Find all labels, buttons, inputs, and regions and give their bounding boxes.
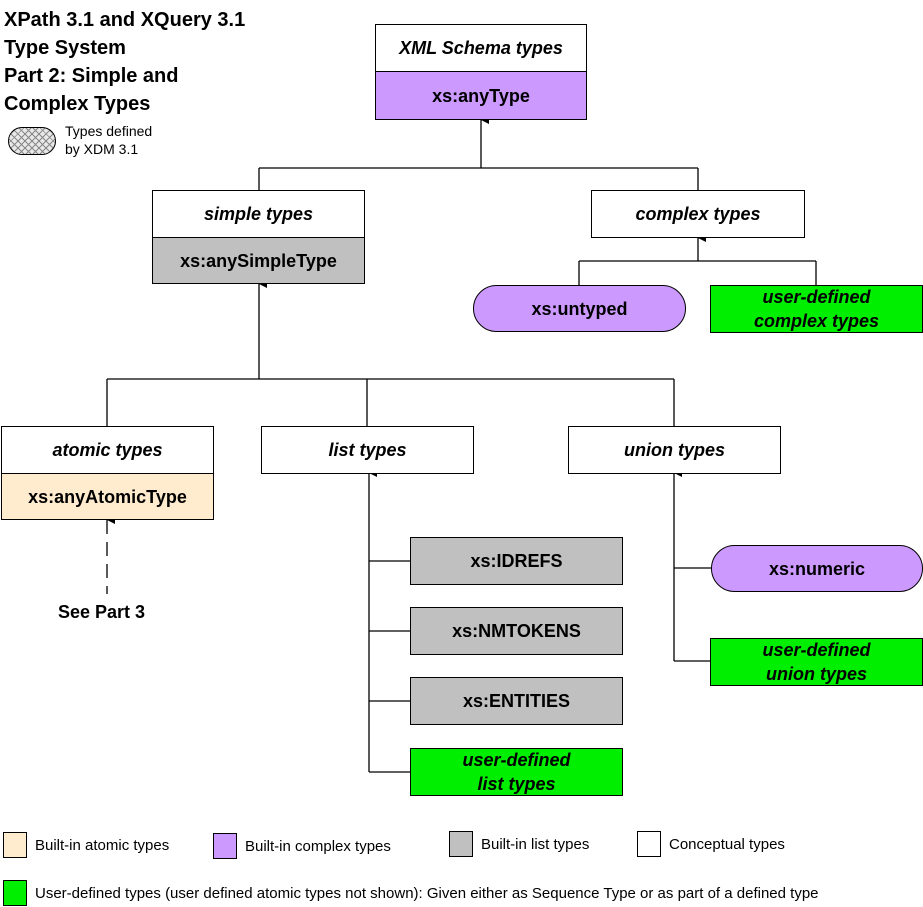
- node-ud-complex-types: user-defined complex types: [710, 285, 923, 333]
- node-xs-numeric: xs:numeric: [711, 545, 923, 592]
- node-ud-complex-line-1: user-defined: [762, 287, 871, 307]
- node-xs-entities: xs:ENTITIES: [410, 677, 623, 725]
- node-complex-types: complex types: [591, 190, 805, 238]
- legend-label-user-defined: User-defined types (user defined atomic …: [35, 884, 819, 902]
- node-list-types: list types: [261, 426, 474, 474]
- legend-label-conceptual: Conceptual types: [669, 835, 785, 853]
- legend-label-atomic: Built-in atomic types: [35, 836, 170, 854]
- title-line-3: Part 2: Simple and: [4, 65, 179, 87]
- legend-user-defined: User-defined types (user defined atomic …: [3, 880, 819, 906]
- diagram-title: XPath 3.1 and XQuery 3.1 Type System Par…: [4, 6, 245, 118]
- node-ud-complex-line-2: complex types: [753, 311, 880, 331]
- node-complex-types-label: complex types: [635, 204, 761, 224]
- node-xs-idrefs: xs:IDREFS: [410, 537, 623, 585]
- node-simple-types: simple types: [152, 190, 365, 238]
- see-part-3-label: See Part 3: [58, 602, 146, 622]
- node-xs-nmtokens: xs:NMTOKENS: [410, 607, 623, 655]
- node-xs-idrefs-label: xs:IDREFS: [470, 551, 563, 571]
- node-union-types-label: union types: [623, 440, 725, 460]
- legend-swatch-user-defined: [3, 880, 27, 906]
- legend-swatch-complex: [213, 833, 237, 859]
- legend-label-list: Built-in list types: [481, 835, 590, 853]
- node-xs-anytype: xs:anyType: [375, 71, 587, 120]
- node-atomic-types-label: atomic types: [52, 440, 163, 460]
- node-xs-untyped: xs:untyped: [473, 285, 686, 332]
- node-xs-untyped-label: xs:untyped: [531, 298, 628, 319]
- hatch-note-line-2: by XDM 3.1: [65, 141, 139, 157]
- node-xs-numeric-label: xs:numeric: [768, 558, 866, 579]
- title-line-4: Complex Types: [4, 93, 151, 115]
- title-line-1: XPath 3.1 and XQuery 3.1: [4, 9, 246, 31]
- legend-conceptual: Conceptual types: [637, 831, 785, 857]
- legend-swatch-atomic: [3, 832, 27, 858]
- node-ud-union-types: user-defined union types: [710, 638, 923, 686]
- legend-builtin-complex: Built-in complex types: [213, 833, 391, 859]
- hatch-pattern-swatch: [8, 127, 56, 155]
- node-ud-list-line-1: user-defined: [462, 750, 571, 770]
- node-xs-anyatomictype-label: xs:anyAtomicType: [28, 486, 187, 507]
- node-xs-anysimpletype-label: xs:anySimpleType: [180, 250, 337, 271]
- legend-builtin-atomic: Built-in atomic types: [3, 832, 169, 858]
- node-union-types: union types: [568, 426, 781, 474]
- node-xs-nmtokens-label: xs:NMTOKENS: [452, 621, 581, 641]
- node-simple-types-label: simple types: [203, 204, 314, 224]
- node-xs-anyatomictype: xs:anyAtomicType: [1, 473, 214, 520]
- node-atomic-types: atomic types: [1, 426, 214, 474]
- node-list-types-label: list types: [328, 440, 407, 460]
- node-xs-entities-label: xs:ENTITIES: [462, 691, 571, 711]
- legend-label-complex: Built-in complex types: [245, 837, 391, 855]
- node-ud-union-line-1: user-defined: [762, 640, 871, 660]
- node-xs-anysimpletype: xs:anySimpleType: [152, 237, 365, 284]
- node-ud-list-types: user-defined list types: [410, 748, 623, 796]
- node-xml-schema-types: XML Schema types: [375, 24, 587, 72]
- hatch-note-line-1: Types defined: [65, 123, 153, 139]
- node-xs-anytype-label: xs:anyType: [432, 85, 530, 106]
- legend-builtin-list: Built-in list types: [449, 831, 589, 857]
- node-ud-union-line-2: union types: [765, 664, 867, 684]
- legend-swatch-list: [449, 831, 473, 857]
- title-line-2: Type System: [4, 37, 126, 59]
- node-xml-schema-types-label: XML Schema types: [399, 38, 563, 58]
- legend-swatch-conceptual: [637, 831, 661, 857]
- node-ud-list-line-2: list types: [477, 774, 556, 794]
